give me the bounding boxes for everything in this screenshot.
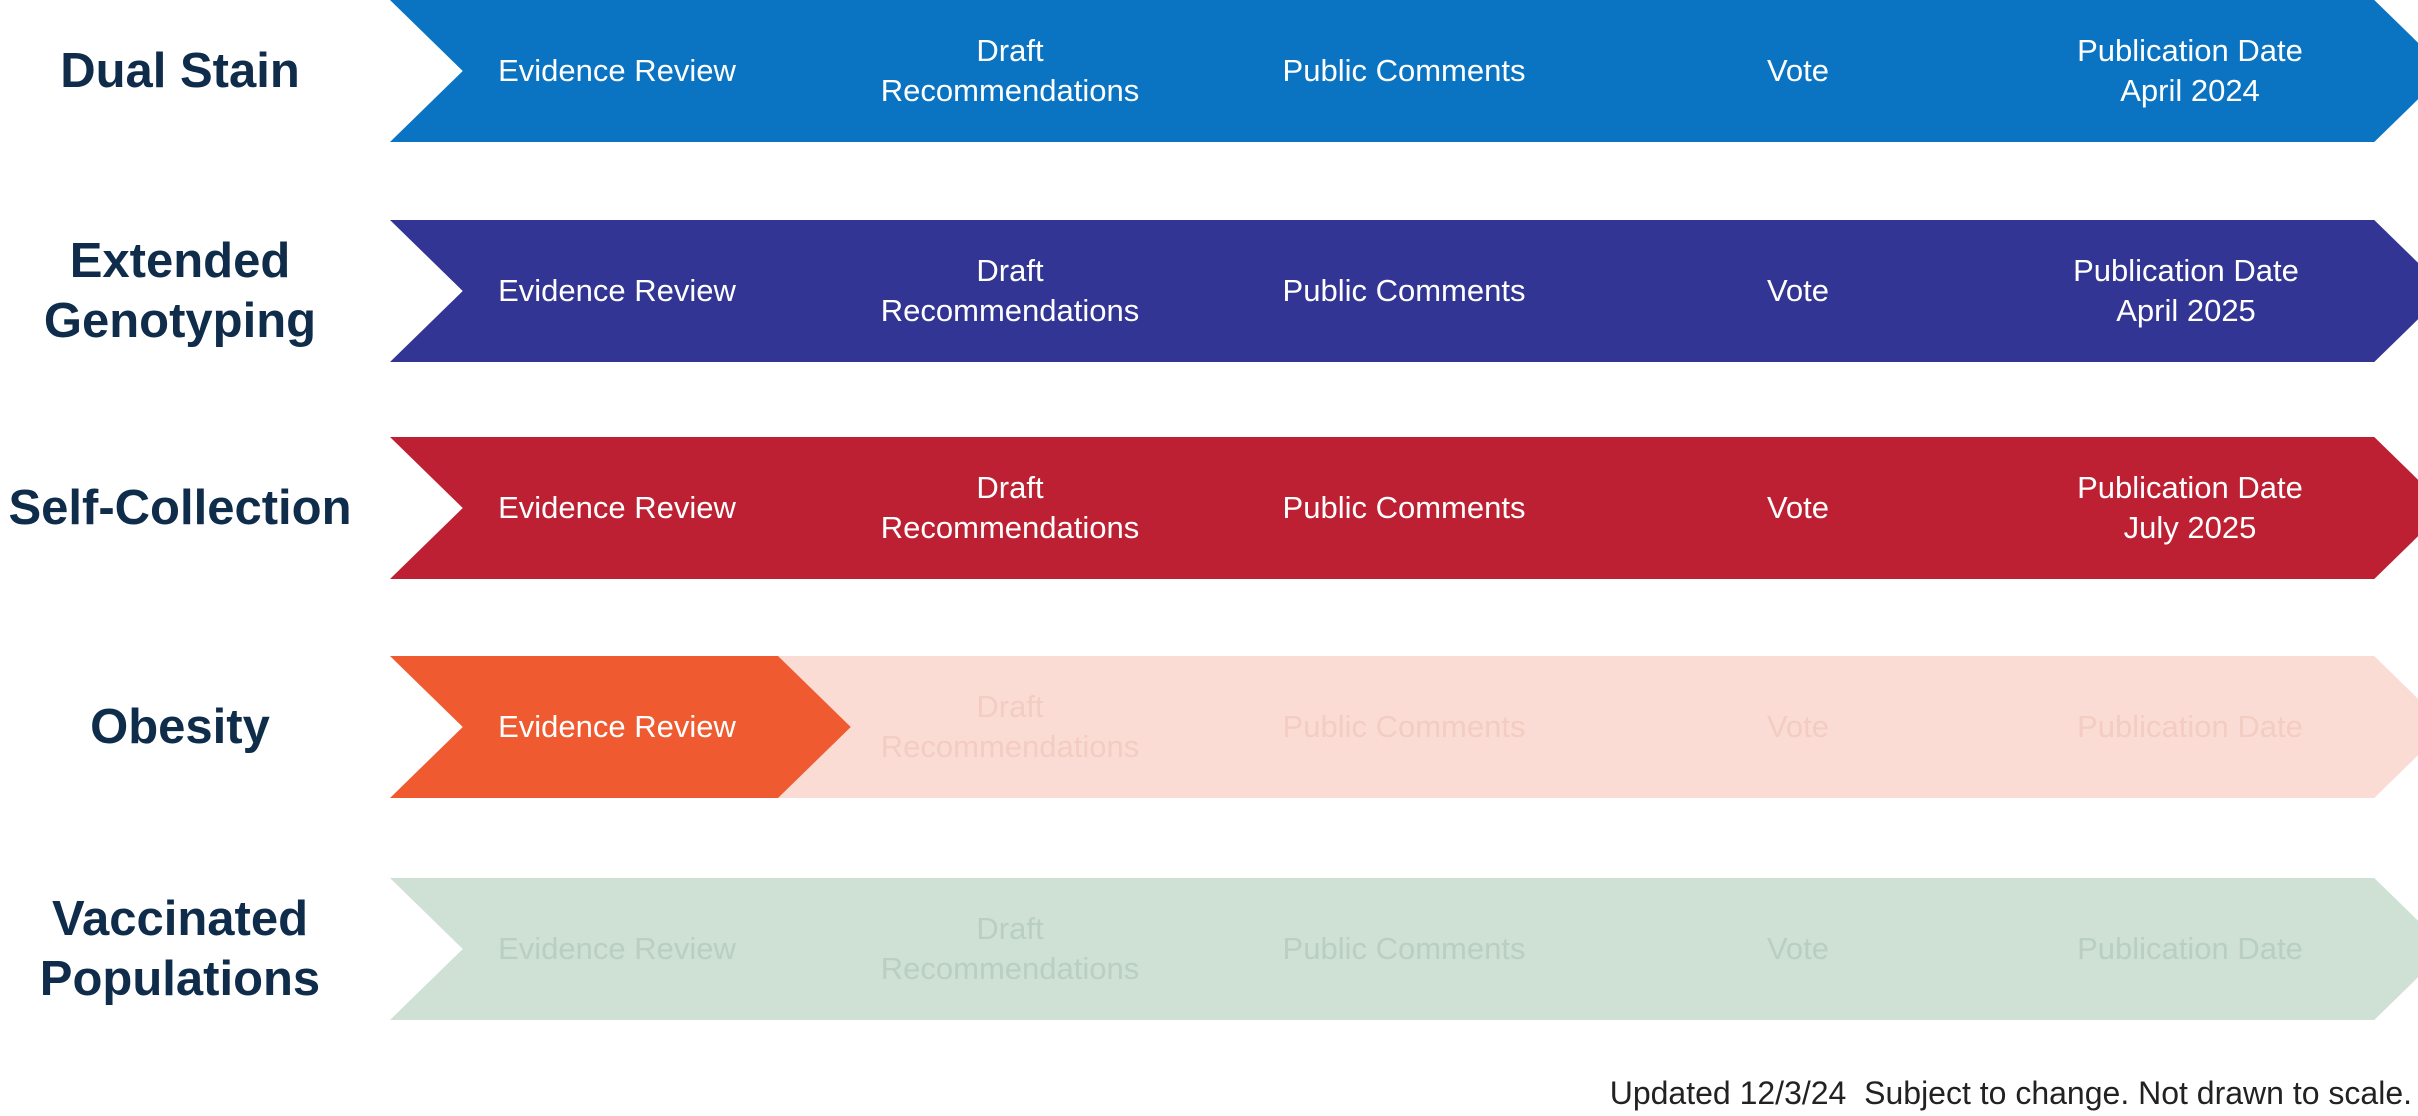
row-label: Vaccinated Populations xyxy=(39,892,321,1006)
step-label: Draft Recommendations xyxy=(880,470,1140,545)
timeline-row-self-collection: Self-Collection Evidence Review Draft Re… xyxy=(0,437,2418,579)
step-label: Public Comments xyxy=(1282,490,1526,525)
step-chevron-evidence-review xyxy=(390,878,875,1020)
step-chevron-public-comments xyxy=(1175,437,1660,579)
step-label: Publication Date xyxy=(2077,931,2303,966)
step-chevron-vote xyxy=(1568,878,2053,1020)
step-chevron-vote xyxy=(1568,437,2053,579)
step-label: Vote xyxy=(1766,53,1830,88)
step-label: Publication Date April 2025 xyxy=(2073,253,2299,328)
timeline-row-extended-genotyping: Extended Genotyping Evidence Review Draf… xyxy=(0,220,2418,362)
step-chevron-publication-date xyxy=(1962,220,2418,362)
timeline-row-vaccinated-populations: Vaccinated Populations Evidence Review D… xyxy=(0,878,2418,1020)
step-chevron-draft-recommendations xyxy=(778,437,1263,579)
step-label: Evidence Review xyxy=(498,273,736,308)
step-label: Draft Recommendations xyxy=(880,689,1140,764)
step-chevron-draft-recommendations xyxy=(778,656,1263,798)
step-chevron-vote xyxy=(1568,0,2053,142)
step-label: Vote xyxy=(1766,273,1830,308)
step-chevron-draft-recommendations xyxy=(778,220,1263,362)
step-label: Public Comments xyxy=(1282,53,1526,88)
step-chevron-vote xyxy=(1568,656,2053,798)
step-chevron-public-comments xyxy=(1175,656,1660,798)
step-label: Evidence Review xyxy=(498,490,736,525)
step-label: Public Comments xyxy=(1282,273,1526,308)
step-chevron-publication-date xyxy=(1962,437,2418,579)
step-chevron-publication-date xyxy=(1962,878,2418,1020)
step-label: Public Comments xyxy=(1282,931,1526,966)
step-label: Draft Recommendations xyxy=(880,253,1140,328)
step-chevron-draft-recommendations xyxy=(778,878,1263,1020)
step-chevron-vote xyxy=(1568,220,2053,362)
step-label: Draft Recommendations xyxy=(880,911,1140,986)
row-label: Dual Stain xyxy=(60,44,300,98)
step-chevron-publication-date xyxy=(1962,656,2418,798)
timeline-row-dual-stain: Dual Stain Evidence Review Draft Recomme… xyxy=(0,0,2418,142)
step-label: Publication Date July 2025 xyxy=(2077,470,2303,545)
step-chevron-evidence-review xyxy=(390,437,875,579)
timeline-row-obesity: Obesity Evidence Review Draft Recommenda… xyxy=(0,656,2418,798)
row-label: Obesity xyxy=(90,700,270,754)
row-label: Extended Genotyping xyxy=(43,234,317,348)
step-label: Draft Recommendations xyxy=(880,33,1140,108)
step-label: Vote xyxy=(1766,490,1830,525)
step-label: Vote xyxy=(1766,709,1830,744)
step-chevron-draft-recommendations xyxy=(778,0,1263,142)
step-label: Publication Date April 2024 xyxy=(2077,33,2303,108)
step-chevron-public-comments xyxy=(1175,878,1660,1020)
step-label: Evidence Review xyxy=(498,931,736,966)
step-label: Publication Date xyxy=(2077,709,2303,744)
step-chevron-evidence-review xyxy=(390,220,875,362)
row-label: Self-Collection xyxy=(8,481,352,535)
step-label: Vote xyxy=(1766,931,1830,966)
step-chevron-public-comments xyxy=(1175,220,1660,362)
step-chevron-evidence-review xyxy=(390,656,875,798)
step-chevron-public-comments xyxy=(1175,0,1660,142)
step-chevron-evidence-review xyxy=(390,0,875,142)
step-chevron-publication-date xyxy=(1962,0,2418,142)
step-label: Evidence Review xyxy=(498,709,736,744)
footer-note: Updated 12/3/24 Subject to change. Not d… xyxy=(1609,1075,2412,1111)
step-label: Public Comments xyxy=(1282,709,1526,744)
step-label: Evidence Review xyxy=(498,53,736,88)
